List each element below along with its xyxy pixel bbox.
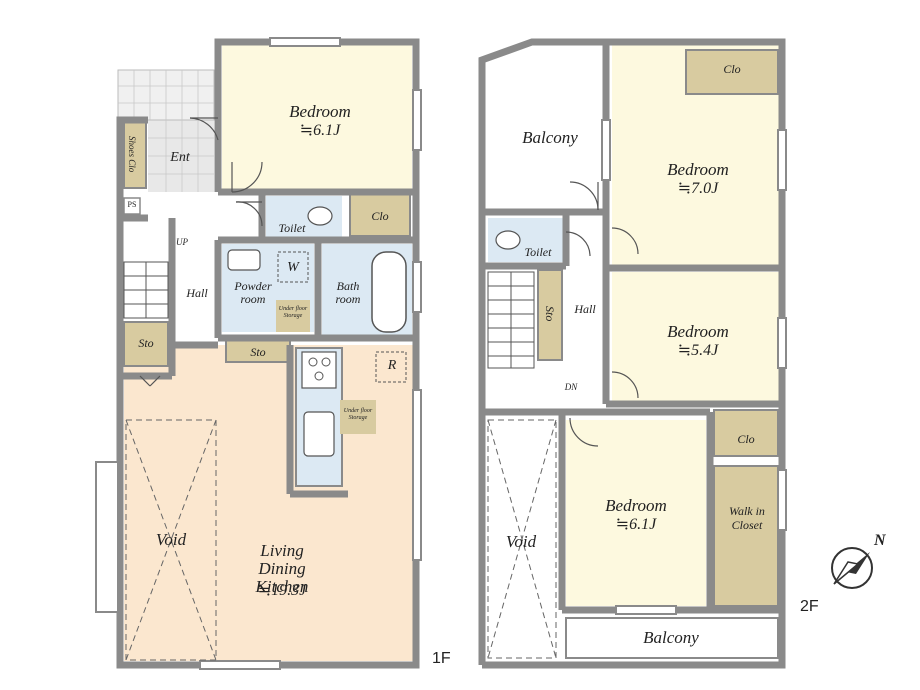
windows-1f [95, 37, 422, 670]
hall-2f-label: Hall [574, 302, 596, 316]
sto-left-label: Sto [138, 336, 154, 350]
floor-1-label: 1F [432, 650, 451, 667]
clo-top [685, 49, 779, 95]
clo-mid-label: Clo [737, 432, 755, 446]
sink [227, 249, 261, 271]
powder-room-label: Powder room [234, 279, 272, 306]
bedroom-mid-area: ≒5.4J [677, 342, 719, 359]
toilet-2f-bowl [495, 230, 521, 250]
bedroom-1f-area: ≒6.1J [299, 122, 341, 139]
balcony-rail [565, 617, 779, 659]
clo-mid [713, 409, 779, 457]
sto-2f [537, 269, 563, 361]
ldk-fill [124, 345, 414, 661]
clo-1f-label: Clo [371, 209, 389, 223]
entrance-label: Ent [170, 150, 190, 165]
bathtub [371, 251, 407, 333]
ps-box [123, 197, 141, 215]
clo-1f [349, 191, 411, 237]
ps-label: PS [127, 200, 137, 209]
doors-1f [139, 117, 263, 387]
floor-2-label: 2F [800, 598, 819, 615]
toilet-1f-label: Toilet [278, 221, 306, 235]
fridge-label: R [387, 358, 397, 373]
bedroom-bottom-area: ≒6.1J [615, 516, 657, 533]
hall-1f-label: Hall [186, 286, 208, 300]
fridge [375, 351, 407, 383]
void-1f-lines [125, 419, 217, 661]
compass-icon [831, 547, 873, 589]
doors-2f [565, 181, 639, 447]
underfloor-2 [340, 400, 376, 434]
tile-grid [118, 70, 214, 192]
bedroom-1f-name: Bedroom [289, 102, 351, 121]
walls-2f [478, 38, 786, 669]
bedroom-top-name: Bedroom [667, 160, 729, 179]
void-2f-label: Void [505, 532, 537, 551]
stairs-2f [487, 271, 535, 369]
compass-north-label: N [874, 532, 886, 549]
walls-1f [116, 38, 420, 669]
ldk-area: ≒19.3J [257, 582, 307, 599]
toilet-1f-bowl [307, 206, 333, 226]
bedroom-mid-fill [612, 272, 780, 404]
kitchen-sink [303, 411, 335, 457]
bedroom-bottom-fill [566, 420, 706, 606]
bedroom-top-area: ≒7.0J [677, 180, 719, 197]
floor-1-plan [95, 37, 422, 670]
balcony-top-label: Balcony [522, 128, 578, 147]
underfloor-1 [276, 300, 310, 332]
sto-mid-label: Sto [250, 345, 266, 359]
balcony-bottom-label: Balcony [643, 628, 699, 647]
underfloor-2-label: Under floor Storage [343, 408, 373, 421]
shoes-clo-label: Shoes Clo [127, 136, 137, 173]
walkin-closet [713, 465, 779, 607]
void-1f-label: Void [155, 530, 187, 549]
ldk-name: Living Dining Kitchen [255, 541, 309, 596]
bedroom-1f-fill [222, 45, 412, 190]
stairs-1f [123, 261, 169, 319]
void-2f-lines [487, 419, 557, 659]
bathroom-label: Bath room [335, 279, 361, 306]
dn-label: DN [564, 382, 578, 392]
toilet-2f-label: Toilet [524, 245, 552, 259]
sto-left [123, 321, 169, 367]
clo-top-label: Clo [723, 62, 741, 76]
bedroom-bottom-name: Bedroom [605, 496, 667, 515]
windows-2f [601, 119, 787, 615]
stove [301, 351, 337, 389]
washer-label: W [287, 260, 299, 275]
bedroom-mid-name: Bedroom [667, 322, 729, 341]
underfloor-1-label: Under floor Storage [278, 306, 308, 319]
walkin-closet-label: Walk in Closet [729, 504, 765, 532]
sto-2f-label: Sto [543, 306, 557, 322]
ldk-name-line: Living Dining Kitchen [222, 542, 342, 597]
floor-2-plan [478, 38, 787, 669]
washer [277, 251, 309, 283]
up-label: UP [176, 237, 188, 247]
